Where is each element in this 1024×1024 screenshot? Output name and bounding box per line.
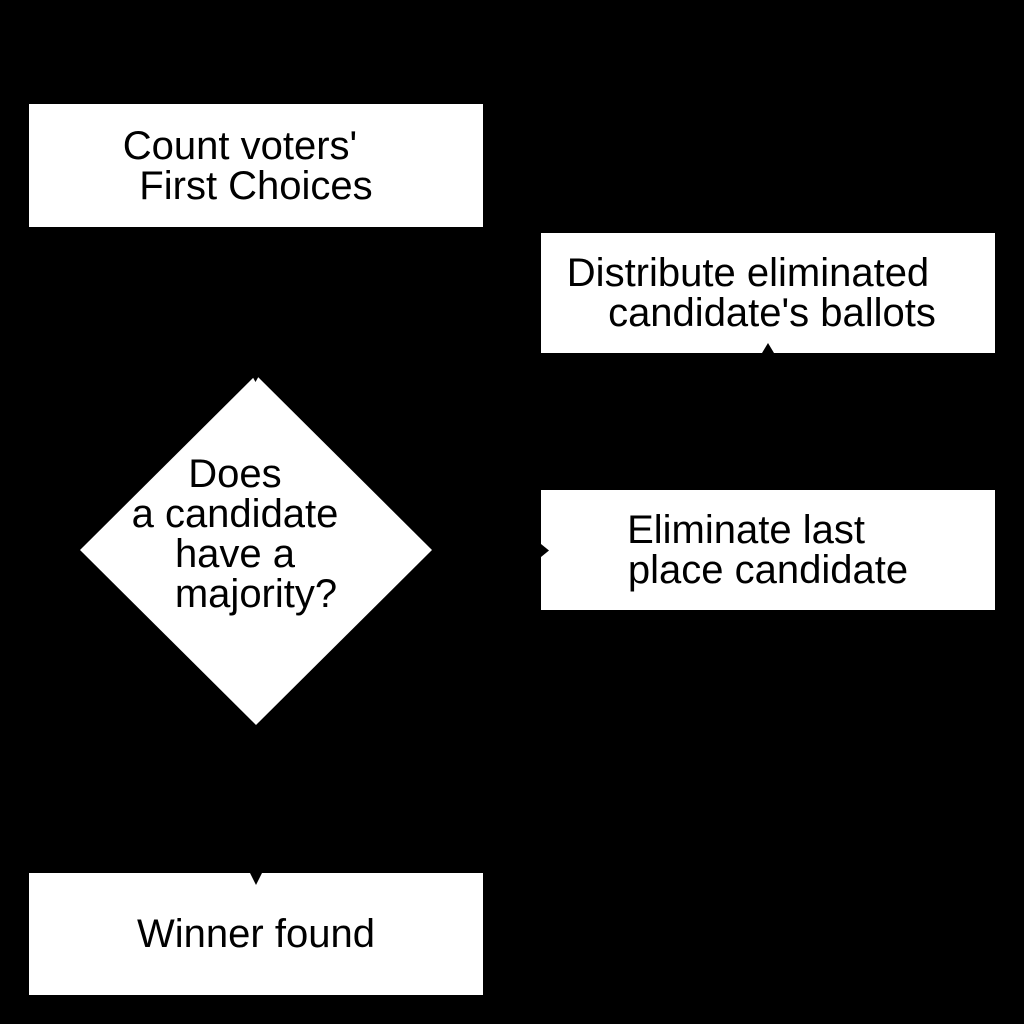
- node-winner-found: Winner found: [29, 873, 483, 995]
- node-text-line: Count voters': [122, 123, 358, 168]
- node-text-line: have a: [174, 532, 296, 576]
- node-text-line: Eliminate last: [627, 508, 865, 552]
- node-eliminate-last-place: Eliminate last place candidate: [541, 490, 995, 610]
- arrowhead-right-icon: [541, 544, 549, 557]
- node-text-line: candidate's ballots: [608, 291, 936, 335]
- node-text-line: a candidate: [131, 492, 339, 536]
- node-majority-question: Does a candidate have a majority?: [80, 375, 432, 725]
- node-text-line: place candidate: [627, 548, 909, 592]
- arrowhead-up-icon: [762, 343, 774, 353]
- node-text-line: Does: [188, 452, 282, 496]
- node-text-line: Winner found: [137, 912, 375, 956]
- diamond-text-block: Does a candidate have a majority?: [80, 454, 432, 614]
- arrowhead-down-icon: [251, 374, 260, 382]
- node-text-line: majority?: [174, 572, 338, 616]
- node-text-line: First Choices: [139, 163, 373, 208]
- node-text-line: Distribute eliminated: [566, 251, 930, 295]
- node-count-first-choices: Count voters' First Choices: [29, 104, 483, 227]
- node-distribute-ballots: Distribute eliminated candidate's ballot…: [541, 233, 995, 353]
